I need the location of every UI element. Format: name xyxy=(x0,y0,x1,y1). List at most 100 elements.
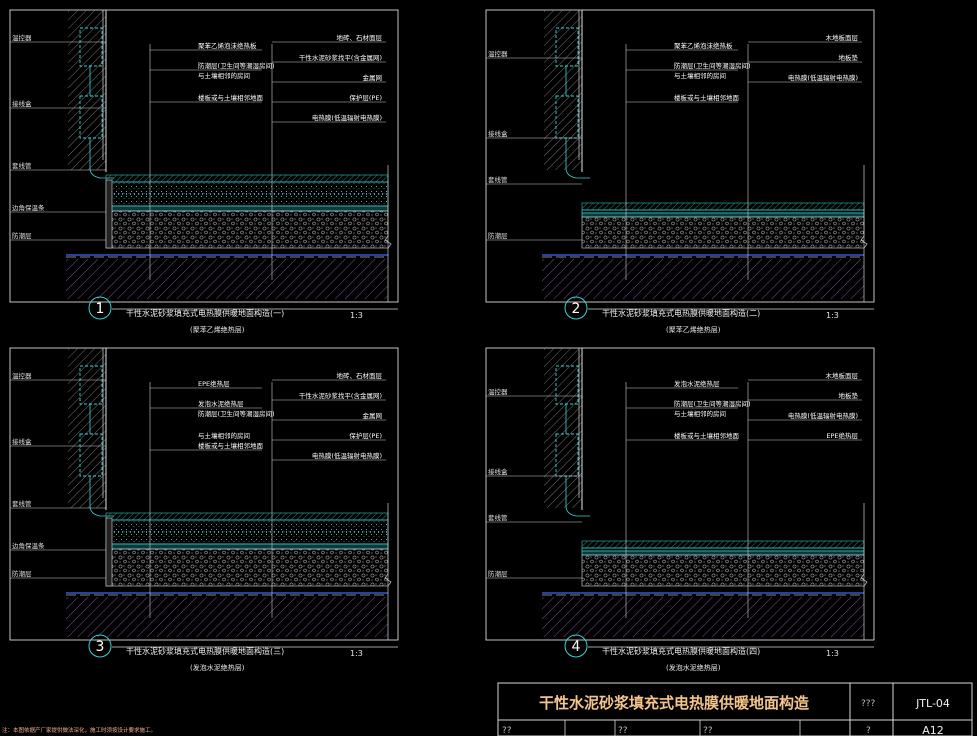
mid-label: 与土壤相邻的房间 xyxy=(198,71,250,80)
left-label: 防潮层 xyxy=(12,569,32,578)
detail-number-circle xyxy=(88,634,112,658)
detail-caption: 干性水泥砂浆填充式电热膜供暖地面构造(四) xyxy=(602,646,760,656)
detail-4: 温控器接线盒套线管防潮层发泡水泥绝热层防潮层(卫生间等潮湿房间)与土壤相邻的房间… xyxy=(485,347,875,672)
soil-hatch xyxy=(542,259,864,299)
foam-cement-layer xyxy=(105,548,389,587)
bottom-cell-4: ? xyxy=(866,726,871,736)
thermostat-box xyxy=(555,27,579,67)
detail-caption: 干性水泥砂浆填充式电热膜供暖地面构造(一) xyxy=(126,308,284,318)
thermostat-box xyxy=(79,27,103,67)
mid-label: 发泡水泥绝热层 xyxy=(674,379,720,388)
right-label: 地板垫 xyxy=(839,53,859,62)
mid-label: EPE绝热层 xyxy=(198,379,230,388)
right-label: 电热膜(低温辐射电热膜) xyxy=(788,411,858,420)
left-label: 防潮层 xyxy=(12,231,32,240)
detail-subtitle: (发泡水泥绝热层) xyxy=(190,663,245,672)
right-label: 电热膜(低温辐射电热膜) xyxy=(312,113,382,122)
right-label: 干性水泥砂浆找平(含金属网) xyxy=(299,391,382,400)
junction-box xyxy=(79,433,103,477)
wall-hatch xyxy=(544,348,582,508)
code-label: ??? xyxy=(861,699,876,709)
detail-frame xyxy=(485,347,875,641)
detail-number: 3 xyxy=(96,639,105,655)
break-line xyxy=(860,503,868,640)
left-label: 套线管 xyxy=(488,513,508,522)
left-label: 套线管 xyxy=(12,161,32,170)
break-line xyxy=(384,165,392,302)
left-label: 接线盒 xyxy=(488,467,508,476)
insulation-layer xyxy=(105,210,389,249)
left-label: 接线盒 xyxy=(488,129,508,138)
left-label: 温控器 xyxy=(488,49,508,58)
right-label: 电热膜(低温辐射电热膜) xyxy=(788,73,858,82)
conduit-lower xyxy=(565,476,590,517)
soil-hatch xyxy=(66,259,388,299)
mid-label: 楼板或与土壤相邻地面 xyxy=(674,431,740,440)
left-label: 套线管 xyxy=(12,499,32,508)
detail-subtitle: (聚苯乙烯绝热层) xyxy=(190,325,245,334)
page-number: A12 xyxy=(922,724,944,736)
floor-pad xyxy=(581,209,865,214)
right-label: 地砖、石材面层 xyxy=(337,371,383,380)
detail-2: 温控器接线盒套线管防潮层聚苯乙烯泡沫绝热板防潮层(卫生间等潮湿房间)与土壤相邻的… xyxy=(485,9,875,334)
right-label: 保护层(PE) xyxy=(349,431,382,440)
detail-number: 2 xyxy=(572,301,581,317)
conduit-lower xyxy=(89,138,114,179)
junction-box xyxy=(79,95,103,139)
detail-subtitle: (发泡水泥绝热层) xyxy=(666,663,721,672)
floor-pad xyxy=(581,547,865,552)
film-layer xyxy=(105,205,389,212)
drawing-title: 干性水泥砂浆填充式电热膜供暖地面构造 xyxy=(539,694,809,712)
mid-label: 楼板或与土壤相邻地面 xyxy=(198,441,264,450)
soil-hatch xyxy=(542,597,864,637)
mid-label: 聚苯乙烯泡沫绝热板 xyxy=(198,41,257,50)
left-label: 温控器 xyxy=(12,33,32,42)
thermostat-box xyxy=(79,365,103,405)
mid-label: 楼板或与土壤相邻地面 xyxy=(674,93,740,102)
mid-label: 与土壤相邻的房间 xyxy=(674,409,726,418)
left-label: 温控器 xyxy=(488,387,508,396)
right-label: 干性水泥砂浆找平(含金属网) xyxy=(299,53,382,62)
mid-label: 防潮层(卫生间等潮湿房间) xyxy=(198,409,275,418)
bottom-cell-2: ?? xyxy=(618,726,628,736)
conduit-lower xyxy=(89,476,114,517)
right-label: 地砖、石材面层 xyxy=(337,33,383,42)
drawing-note: 注：本图依据产厂家提供做法深化，施工时须按设计要求施工。 xyxy=(2,726,156,734)
wall-hatch xyxy=(68,10,106,170)
detail-scale: 1:3 xyxy=(350,311,363,320)
title-block: 干性水泥砂浆填充式电热膜供暖地面构造 ??? JTL-04 A12 ?? ?? … xyxy=(497,682,973,736)
left-label: 接线盒 xyxy=(12,99,32,108)
detail-number-circle xyxy=(88,296,112,320)
foam-cement-layer xyxy=(581,554,865,587)
mid-label: 与土壤相邻的房间 xyxy=(198,431,250,440)
wall-hatch xyxy=(544,10,582,170)
detail-caption: 干性水泥砂浆填充式电热膜供暖地面构造(三) xyxy=(126,646,284,656)
thermostat-box xyxy=(555,365,579,405)
mid-label: 楼板或与土壤相邻地面 xyxy=(198,93,264,102)
left-label: 接线盒 xyxy=(12,437,32,446)
bottom-cell-3: ?? xyxy=(703,726,713,736)
right-label: 金属网 xyxy=(363,411,383,420)
detail-number: 4 xyxy=(572,639,581,655)
screed-layer xyxy=(105,181,389,207)
detail-frame xyxy=(9,347,399,641)
detail-number-circle xyxy=(564,296,588,320)
edge-insulation-strip xyxy=(105,179,113,249)
left-label: 防潮层 xyxy=(488,231,508,240)
wall-hatch xyxy=(68,348,106,508)
right-label: 电热膜(低温辐射电热膜) xyxy=(312,451,382,460)
film-layer xyxy=(105,543,389,550)
film-layer xyxy=(581,212,865,218)
detail-scale: 1:3 xyxy=(826,649,839,658)
drawing-code: JTL-04 xyxy=(915,697,950,710)
detail-number: 1 xyxy=(96,301,105,317)
detail-frame xyxy=(9,9,399,303)
wood-floor-layer xyxy=(581,540,865,549)
detail-caption: 干性水泥砂浆填充式电热膜供暖地面构造(二) xyxy=(602,308,760,318)
screed-layer xyxy=(105,519,389,545)
break-line xyxy=(384,503,392,640)
detail-subtitle: (聚苯乙烯绝热层) xyxy=(666,325,721,334)
mid-label: 防潮层(卫生间等潮湿房间) xyxy=(674,399,751,408)
conduit-lower xyxy=(565,138,590,179)
